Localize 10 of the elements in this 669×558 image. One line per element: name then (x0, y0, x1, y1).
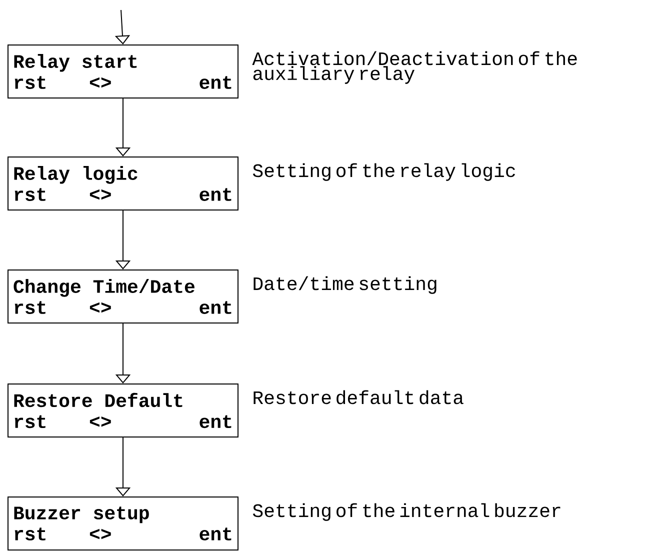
description-text: Activation/Deactivation of the auxiliary relay (252, 51, 577, 84)
description-text: Date/time setting (254, 276, 436, 294)
menu-box: Restore Default rst <> ent (8, 384, 238, 438)
menu-box: Change Time/Date rst <> ent (8, 270, 238, 324)
description-text: Setting of the relay logic (252, 163, 515, 181)
menu-box: Buzzer setup rst <> ent (8, 496, 238, 550)
description-text: Setting of the internal buzzer (252, 503, 560, 521)
menu-box: Relay logic rst <> ent (8, 156, 238, 210)
description-text: Restore default data (254, 390, 464, 404)
menu-box: Relay start rst <> ent (8, 44, 238, 98)
